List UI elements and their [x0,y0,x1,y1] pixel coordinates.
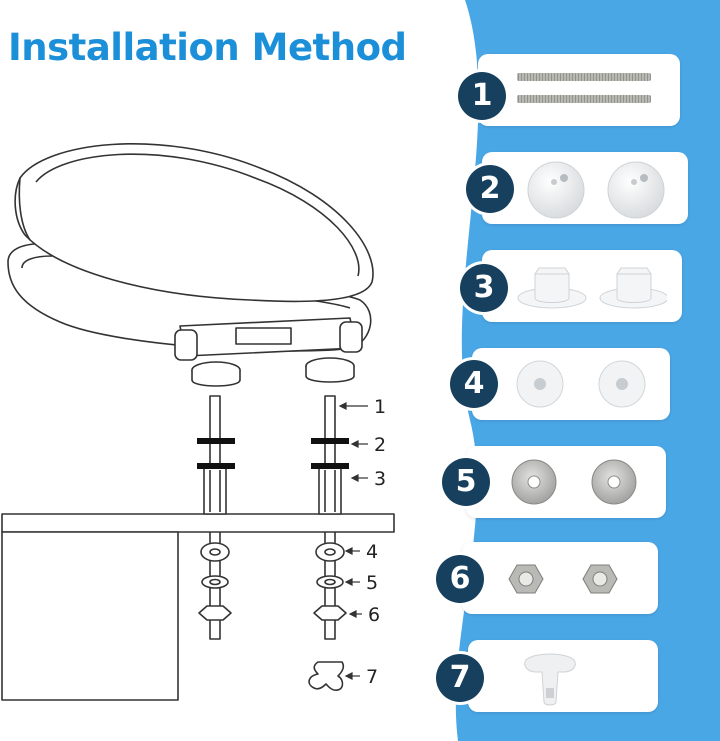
wrench-tool-icon [524,653,576,706]
part-badge-5: 5 [442,458,490,506]
callout-6: 6 [368,604,380,626]
callout-2: 2 [374,434,386,456]
callout-3: 3 [374,468,386,490]
top-fixing-sleeve-icon [517,267,667,309]
callout-4: 4 [366,541,378,563]
callout-1: 1 [374,396,386,418]
part-panel-7 [468,640,658,712]
hex-nut-icon [508,564,618,594]
part-badge-6: 6 [436,555,484,603]
page-title: Installation Method [8,26,407,69]
cap-cover-icon [527,161,665,219]
callout-7: 7 [366,666,378,688]
part-badge-3: 3 [460,264,508,312]
callout-5: 5 [366,572,378,594]
wrench-tool [308,661,345,691]
toilet-seat-lid [14,143,374,303]
part-badge-7: 7 [436,654,484,702]
threaded-rod-icon [517,73,651,103]
toilet-deck [1,513,395,533]
installation-diagram: 1 2 3 4 5 6 7 [1,143,395,701]
part-badge-4: 4 [450,360,498,408]
part-badge-2: 2 [466,165,514,213]
part-badge-1: 1 [458,72,506,120]
rubber-washer-icon [516,360,646,408]
metal-washer-icon [511,459,637,505]
part-panel-1 [478,54,680,126]
part-panel-6 [462,542,658,614]
toilet-bowl-side [1,531,179,701]
